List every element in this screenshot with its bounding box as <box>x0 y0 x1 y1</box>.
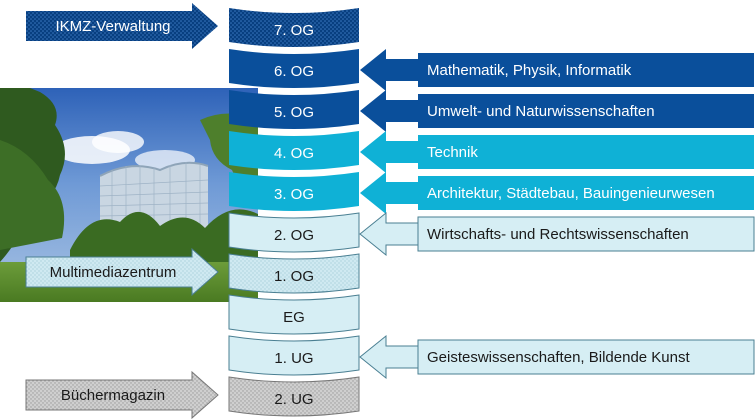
floor-label: EG <box>283 309 305 326</box>
left-arrow-label: Büchermagazin <box>61 387 165 404</box>
left-arrow-2ug: Büchermagazin <box>25 370 219 419</box>
department-box <box>418 176 754 210</box>
left-arrow-label: IKMZ-Verwaltung <box>55 18 170 35</box>
left-arrows: IKMZ-VerwaltungMultimediazentrumBücherma… <box>25 3 219 419</box>
floor-shape <box>229 90 359 129</box>
floor-label: 2. OG <box>274 227 314 244</box>
floor-eg: EG <box>228 294 360 335</box>
floor-4og: 4. OG <box>229 131 359 170</box>
department-label: Mathematik, Physik, Informatik <box>427 62 632 79</box>
floor-label: 2. UG <box>274 391 313 408</box>
left-arrow-shape <box>25 247 219 297</box>
floor-3og: 3. OG <box>229 172 359 211</box>
floor-shape <box>229 49 359 88</box>
department-label: Technik <box>427 144 478 161</box>
department-box <box>417 339 755 375</box>
department-2og: Wirtschafts- und Rechtswissenschaften <box>359 211 755 257</box>
department-3og: Architektur, Städtebau, Bauingenieurwese… <box>360 172 754 214</box>
floor-7og: 7. OG <box>229 8 359 47</box>
floor-5og: 5. OG <box>229 90 359 129</box>
department-label: Architektur, Städtebau, Bauingenieurwese… <box>427 185 715 202</box>
floor-label: 1. OG <box>274 268 314 285</box>
floor-label: 5. OG <box>274 104 314 121</box>
floor-shape <box>228 294 360 335</box>
left-arrow-7og: IKMZ-Verwaltung <box>26 3 218 49</box>
department-1ug: Geisteswissenschaften, Bildende Kunst <box>359 334 755 380</box>
department-arrow <box>360 172 418 214</box>
floor-shape <box>228 335 360 376</box>
floor-1og: 1. OG <box>228 253 360 294</box>
department-arrow <box>359 334 419 380</box>
floor-shape <box>229 8 359 47</box>
floor-shape <box>228 376 360 417</box>
left-arrow-shape <box>25 370 219 419</box>
floor-shape <box>228 253 360 294</box>
left-arrow-label: Multimediazentrum <box>50 264 177 281</box>
department-label: Geisteswissenschaften, Bildende Kunst <box>427 349 690 366</box>
floor-label: 1. UG <box>274 350 313 367</box>
floor-shape <box>229 131 359 170</box>
floor-stack: 7. OG 6. OG 5. OG 4. OG 3. OG 2. OG 1. OG EG 1. … <box>228 8 360 417</box>
left-arrow-shape <box>26 3 218 49</box>
department-box <box>418 53 754 87</box>
department-box <box>417 216 755 252</box>
floor-2og: 2. OG <box>228 212 360 253</box>
department-box <box>418 135 754 169</box>
department-arrow <box>360 49 418 91</box>
floor-6og: 6. OG <box>229 49 359 88</box>
department-arrow <box>360 131 418 173</box>
floor-label: 3. OG <box>274 186 314 203</box>
left-arrow-1og: Multimediazentrum <box>25 247 219 297</box>
department-arrow <box>360 90 418 132</box>
floor-label: 7. OG <box>274 22 314 39</box>
floor-shape <box>228 212 360 253</box>
department-4og: Technik <box>360 131 754 173</box>
department-5og: Umwelt- und Naturwissenschaften <box>360 90 754 132</box>
department-label: Wirtschafts- und Rechtswissenschaften <box>427 226 689 243</box>
department-box <box>418 94 754 128</box>
floor-2ug: 2. UG <box>228 376 360 417</box>
floor-1ug: 1. UG <box>228 335 360 376</box>
department-arrow <box>359 211 419 257</box>
department-6og: Mathematik, Physik, Informatik <box>360 49 754 91</box>
floor-shape <box>229 172 359 211</box>
department-label: Umwelt- und Naturwissenschaften <box>427 103 655 120</box>
floor-label: 4. OG <box>274 145 314 162</box>
floor-label: 6. OG <box>274 63 314 80</box>
